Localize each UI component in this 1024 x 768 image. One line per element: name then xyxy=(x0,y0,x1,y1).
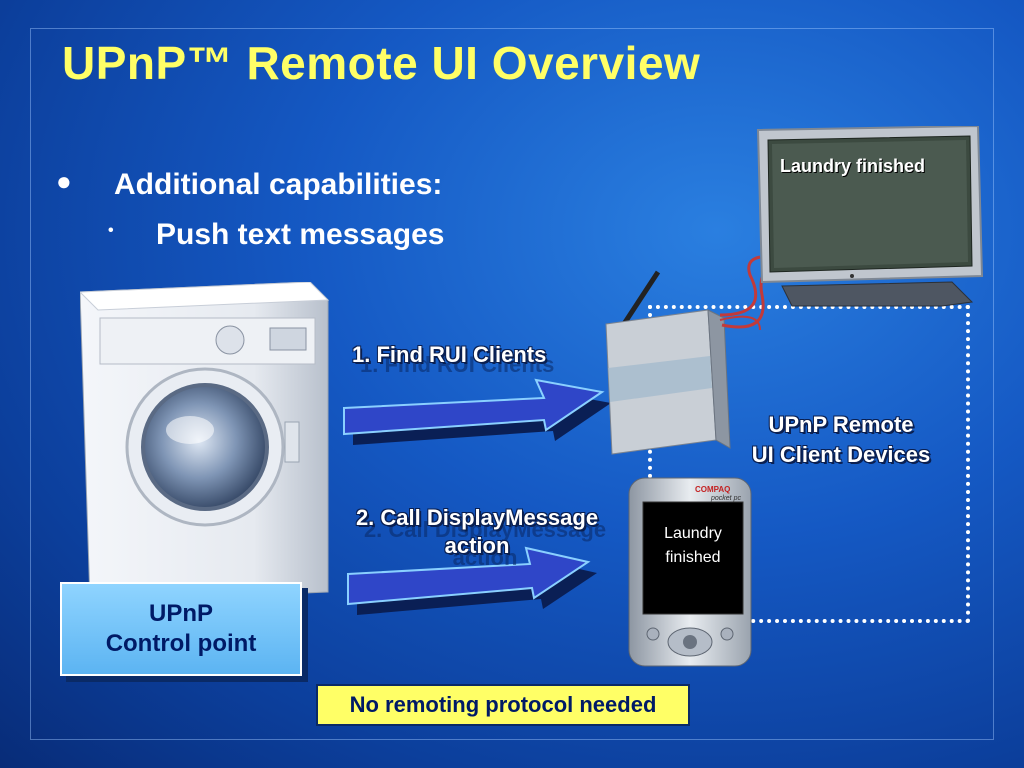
router-icon xyxy=(605,270,761,455)
bullet-dot-icon: ● xyxy=(56,166,72,196)
pocket-pc-icon: COMPAQ pocket pc xyxy=(628,477,752,667)
client-label-line1: UPnP Remote xyxy=(768,412,914,437)
sub-bullet-text: Push text messages xyxy=(156,218,445,251)
pda-brand: COMPAQ xyxy=(695,485,730,494)
step1-ghost: 1. Find RUI Clients xyxy=(360,352,555,377)
step1-label: 1. Find RUI Clients xyxy=(352,342,547,367)
pda-model: pocket pc xyxy=(710,495,741,502)
client-devices-boundary xyxy=(648,305,970,623)
control-point-box: UPnP Control point xyxy=(60,582,302,676)
pda-message-line1: Laundry xyxy=(664,525,722,542)
client-devices-label: UPnP Remote UI Client Devices xyxy=(736,410,946,470)
washing-machine-icon xyxy=(80,282,330,602)
control-point-line1: UPnP xyxy=(148,600,213,627)
client-label-line2: UI Client Devices xyxy=(751,442,931,467)
arrow-call-displaymessage xyxy=(347,546,597,615)
arrow-find-rui-clients xyxy=(343,378,611,445)
note-box: No remoting protocol needed xyxy=(316,684,690,726)
pda-message: Laundry finished xyxy=(648,522,738,570)
slide-frame xyxy=(30,28,994,740)
pda-message-line2: finished xyxy=(665,549,721,566)
slide-title: UPnP™ Remote UI Overview xyxy=(62,37,701,89)
bullet-text: Additional capabilities: xyxy=(114,168,443,201)
step2-label: 2. Call DisplayMessage action xyxy=(332,504,622,560)
tv-message: Laundry finished xyxy=(780,156,926,176)
television-icon xyxy=(756,126,984,307)
sub-bullet-dot-icon: • xyxy=(108,222,114,239)
step2-line1: 2. Call DisplayMessage xyxy=(355,505,599,530)
step2-line2: action xyxy=(444,533,510,558)
control-point-line2: Control point xyxy=(105,630,257,657)
